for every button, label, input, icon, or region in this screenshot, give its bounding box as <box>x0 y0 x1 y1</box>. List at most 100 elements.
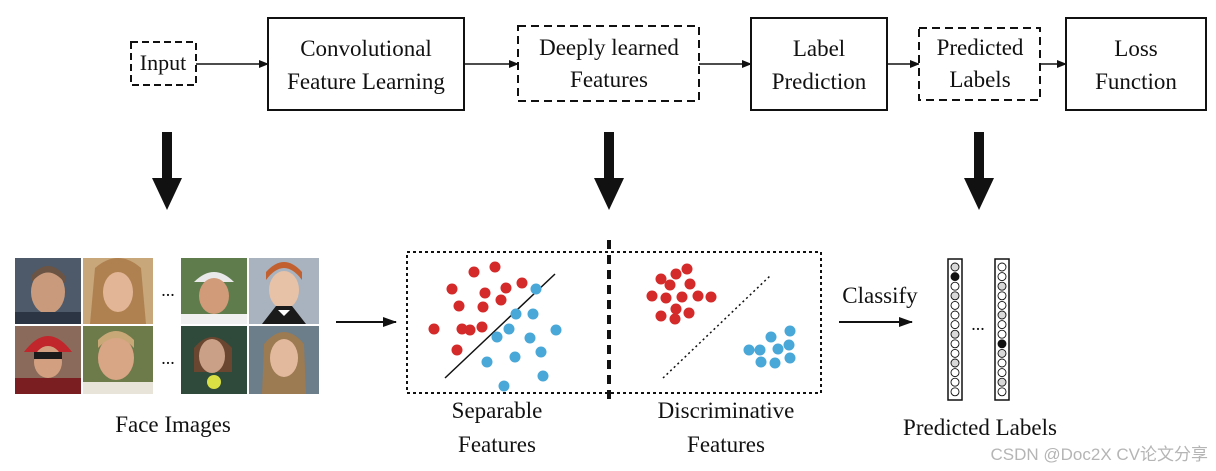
red-class-point <box>692 290 704 302</box>
class-cell <box>997 272 1007 282</box>
class-cell <box>997 358 1007 368</box>
predicted-class-cell <box>950 272 960 282</box>
blue-class-point <box>755 356 767 368</box>
blue-class-point <box>550 324 562 336</box>
face-images-grid: ... ... <box>15 258 319 394</box>
label-prediction-line2: Prediction <box>772 69 867 94</box>
conv-label-line1: Convolutional <box>300 36 432 61</box>
class-cell <box>950 329 960 339</box>
class-cell <box>950 387 960 397</box>
red-class-point <box>468 266 480 278</box>
class-cell <box>950 377 960 387</box>
separable-points <box>428 261 562 392</box>
red-class-point <box>683 307 695 319</box>
class-cell <box>997 377 1007 387</box>
class-cell <box>950 339 960 349</box>
class-cell <box>950 320 960 330</box>
red-class-point <box>655 310 667 322</box>
faces-ellipsis-top: ... <box>161 280 175 300</box>
red-class-point <box>476 321 488 333</box>
face-image <box>181 258 247 324</box>
red-class-point <box>516 277 528 289</box>
classify-label: Classify <box>842 283 918 308</box>
red-class-point <box>464 324 476 336</box>
face-image <box>83 326 153 394</box>
red-class-point <box>664 279 676 291</box>
blue-class-point <box>743 344 755 356</box>
label-prediction-box: Label Prediction <box>750 17 888 111</box>
class-cell <box>950 310 960 320</box>
red-class-point <box>655 273 667 285</box>
discriminative-boundary <box>662 274 772 379</box>
red-class-point <box>500 282 512 294</box>
class-cell <box>997 387 1007 397</box>
class-cell <box>950 348 960 358</box>
face-images-caption: Face Images <box>115 412 231 437</box>
predicted-labels-box: Predicted Labels <box>918 27 1041 101</box>
blue-class-point <box>754 344 766 356</box>
loss-function-box: Loss Function <box>1065 17 1207 111</box>
class-cell <box>997 300 1007 310</box>
blue-class-point <box>537 370 549 382</box>
face-image <box>181 326 247 394</box>
deep-label-line1: Deeply learned <box>539 35 679 60</box>
faces-ellipsis-bottom: ... <box>161 348 175 368</box>
red-class-point <box>451 344 463 356</box>
red-class-point <box>477 301 489 313</box>
blue-class-point <box>784 352 796 364</box>
discriminative-points <box>646 263 796 369</box>
class-cell <box>997 262 1007 272</box>
blue-class-point <box>510 308 522 320</box>
vectors-ellipsis: ... <box>971 314 985 334</box>
face-image <box>249 258 319 324</box>
deeply-learned-features-box: Deeply learned Features <box>517 25 700 102</box>
discriminative-features-line1: Discriminative <box>658 398 795 423</box>
face-image <box>15 326 81 394</box>
class-cell <box>950 281 960 291</box>
blue-class-point <box>498 380 510 392</box>
down-arrow-input <box>152 132 182 210</box>
red-class-point <box>489 261 501 273</box>
prediction-vectors: ... <box>947 258 1010 401</box>
class-cell <box>997 329 1007 339</box>
class-cell <box>950 368 960 378</box>
blue-class-point <box>491 331 503 343</box>
red-class-point <box>495 294 507 306</box>
class-cell <box>997 368 1007 378</box>
separable-features-line1: Separable <box>452 398 543 423</box>
conv-label-line2: Feature Learning <box>287 69 445 94</box>
red-class-point <box>669 313 681 325</box>
face-image <box>249 326 319 394</box>
blue-class-point <box>769 357 781 369</box>
predicted-labels-line2: Labels <box>949 67 1010 92</box>
red-class-point <box>446 283 458 295</box>
down-arrow-labels <box>964 132 994 210</box>
red-class-point <box>479 287 491 299</box>
red-class-point <box>670 303 682 315</box>
down-arrow-features <box>594 132 624 210</box>
red-class-point <box>670 268 682 280</box>
predicted-class-cell <box>997 339 1007 349</box>
blue-class-point <box>530 283 542 295</box>
blue-class-point <box>784 325 796 337</box>
input-box: Input <box>130 41 197 86</box>
watermark: CSDN @Doc2X CV论文分享 <box>990 445 1208 464</box>
class-cell <box>950 358 960 368</box>
red-class-point <box>705 291 717 303</box>
red-class-point <box>428 323 440 335</box>
discriminative-features-line2: Features <box>687 432 765 457</box>
red-class-point <box>660 292 672 304</box>
predicted-labels-line1: Predicted <box>937 35 1024 60</box>
class-cell <box>950 300 960 310</box>
class-cell <box>950 262 960 272</box>
label-prediction-line1: Label <box>793 36 845 61</box>
predicted-labels-caption: Predicted Labels <box>903 415 1057 440</box>
red-class-point <box>676 291 688 303</box>
class-cell <box>997 348 1007 358</box>
blue-class-point <box>509 351 521 363</box>
face-image <box>15 258 81 324</box>
loss-function-line2: Function <box>1095 69 1177 94</box>
class-cell <box>997 310 1007 320</box>
red-class-point <box>681 263 693 275</box>
class-cell <box>997 320 1007 330</box>
